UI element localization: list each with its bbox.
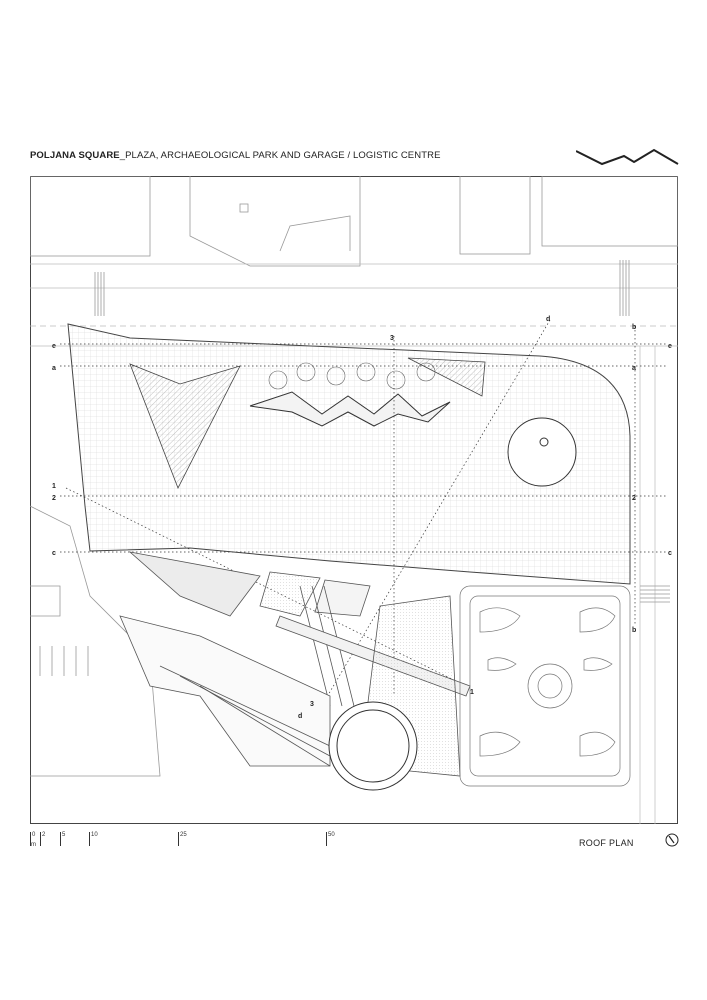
hatched-skylight-right [407, 357, 486, 397]
scale-label-10: 10 [91, 832, 98, 838]
marker-right-1: b [632, 324, 636, 331]
marker-left-1: e [52, 343, 56, 350]
scale-tick [89, 832, 90, 846]
marker-right-5: c [668, 550, 672, 557]
project-subtitle: _PLAZA, ARCHAEOLOGICAL PARK AND GARAGE /… [119, 150, 441, 161]
garage-drum [328, 701, 418, 791]
scale-label-50: 50 [328, 832, 335, 838]
drawing-title: POLJANA SQUARE_PLAZA, ARCHAEOLOGICAL PAR… [30, 150, 441, 161]
marker-bottom-2: d [298, 713, 302, 720]
context-buildings [30, 176, 678, 777]
roof-plan-drawing: e a 1 2 c b e a 2 c b 3 d 3 d 1 [30, 176, 678, 824]
marker-left-2: a [52, 365, 56, 372]
scale-tick [326, 832, 327, 846]
marker-right-6: b [632, 627, 636, 634]
archaeological-park [459, 585, 631, 787]
marker-left-5: c [52, 550, 56, 557]
scale-unit: m [31, 842, 36, 848]
section-marker-labels: e a 1 2 c b e a 2 c b 3 d 3 d 1 [52, 316, 672, 720]
marker-bottom-1: 3 [310, 701, 314, 708]
north-arrow-icon [665, 833, 679, 847]
marker-right-2: e [668, 343, 672, 350]
scale-label-0: 0 [32, 832, 36, 838]
scale-tick [178, 832, 179, 846]
scale-label-2: 2 [42, 832, 46, 838]
tree-group [268, 362, 436, 390]
streets [30, 263, 678, 824]
scale-label-5: 5 [62, 832, 66, 838]
scale-tick [60, 832, 61, 846]
sheet-label: ROOF PLAN [579, 838, 634, 848]
marker-right-4: 2 [632, 495, 636, 502]
project-name: POLJANA SQUARE [30, 150, 120, 161]
rotunda [507, 417, 577, 487]
scale-label-25: 25 [180, 832, 187, 838]
scale-tick [40, 832, 41, 846]
folded-canopy [249, 391, 451, 427]
scale-tick [30, 832, 31, 846]
mountain-line-logo-icon [576, 148, 679, 166]
marker-top-2: d [546, 316, 550, 323]
marker-left-3: 1 [52, 483, 56, 490]
crosswalks [94, 260, 670, 603]
marker-bottom-3: 1 [470, 689, 474, 696]
marker-right-3: a [632, 365, 636, 372]
marker-left-4: 2 [52, 495, 56, 502]
marker-top-1: 3 [390, 335, 394, 342]
